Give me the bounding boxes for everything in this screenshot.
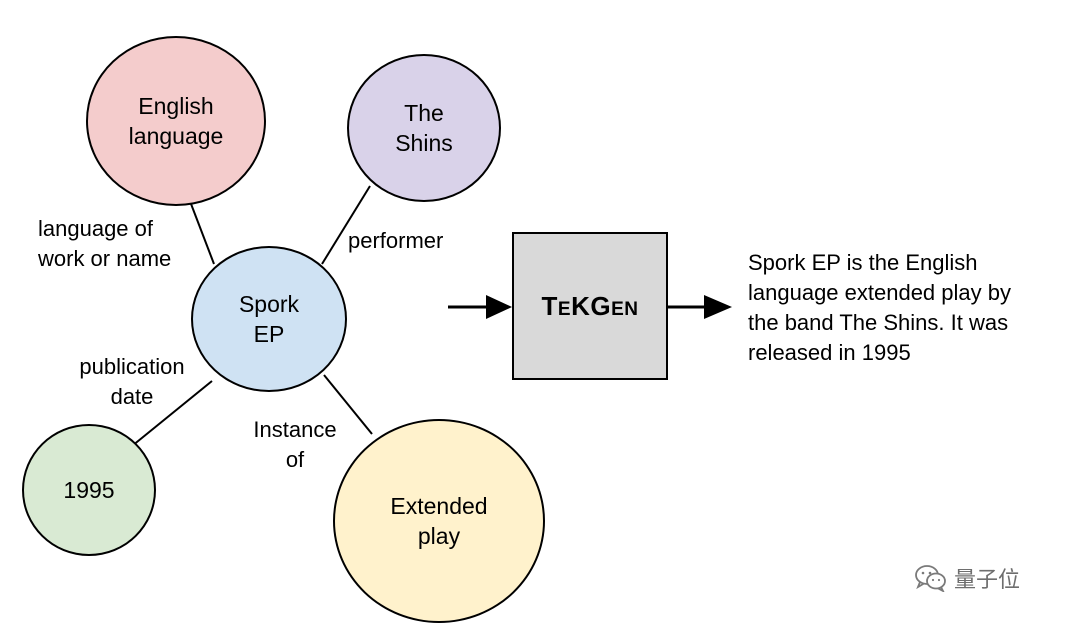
edge-label-line: work or name — [38, 246, 172, 271]
edge-label-line: date — [110, 384, 154, 409]
node-label-line: The — [404, 100, 444, 126]
edge-label-instance-of: Instance of — [242, 415, 348, 475]
wechat-icon — [915, 565, 946, 592]
watermark-text: 量子位 — [954, 568, 1021, 593]
node-1995: 1995 — [22, 424, 156, 556]
output-line: Spork EP is the English — [748, 250, 978, 275]
edge-performer — [321, 185, 371, 265]
edge-label-line: language of — [38, 216, 153, 241]
edge-label-performer: performer — [348, 226, 443, 256]
output-line: language extended play by — [748, 280, 1011, 305]
edge-publication — [131, 380, 213, 447]
node-label-line: play — [417, 523, 461, 549]
edge-label-line: performer — [348, 228, 444, 253]
node-spork-ep: Spork EP — [191, 246, 347, 392]
node-label-line: 1995 — [63, 477, 115, 503]
tekgen-model-box: TEKGEN — [512, 232, 668, 380]
node-label-line: Extended — [390, 493, 488, 519]
node-label-line: Spork — [238, 291, 300, 317]
edge-language — [187, 195, 215, 265]
edge-label-line: Instance — [253, 417, 337, 442]
node-english-language: English language — [86, 36, 266, 206]
node-label-line: Shins — [395, 130, 453, 156]
node-the-shins: The Shins — [347, 54, 501, 202]
edge-label-line: of — [285, 447, 305, 472]
node-extended-play: Extended play — [333, 419, 545, 623]
generated-sentence: Spork EP is the English language extende… — [748, 248, 1078, 368]
edge-label-publication-date: publication date — [66, 352, 198, 412]
node-label-line: language — [128, 123, 224, 149]
node-label-line: English — [138, 93, 214, 119]
node-label-line: EP — [253, 321, 285, 347]
edge-instance — [323, 374, 373, 435]
output-line: the band The Shins. It was — [748, 310, 1009, 335]
output-line: released in 1995 — [748, 340, 911, 365]
watermark: 量子位 — [914, 562, 1020, 594]
edge-label-language-of-work: language of work or name — [38, 214, 171, 274]
arrow-into-model-icon — [486, 295, 512, 319]
arrow-out-of-model-icon — [704, 295, 732, 319]
edge-label-line: publication — [79, 354, 185, 379]
model-name: TEKGEN — [541, 290, 639, 321]
